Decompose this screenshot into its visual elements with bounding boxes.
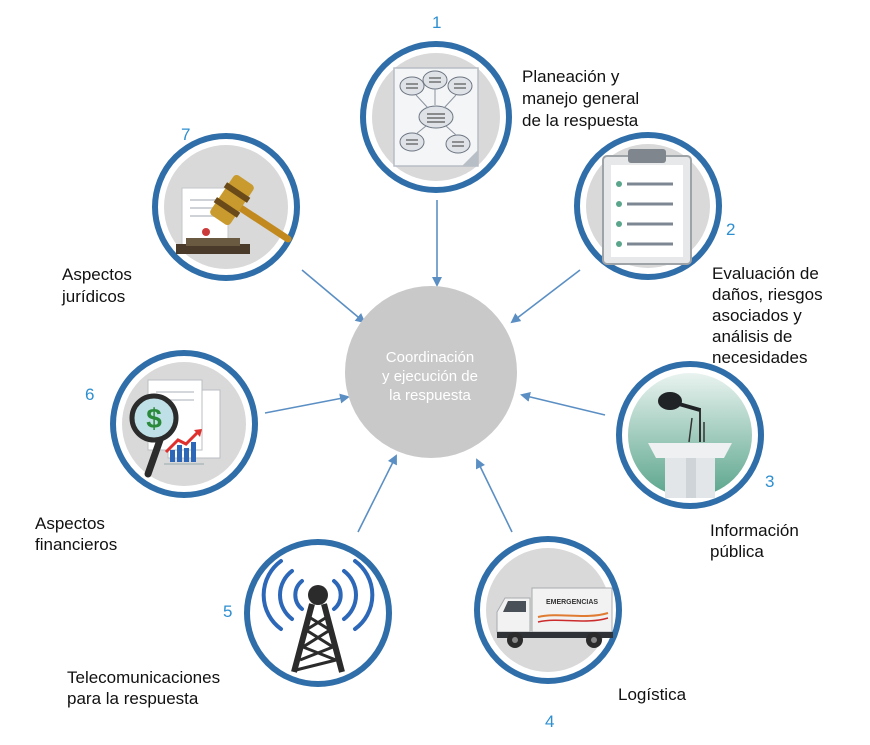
microphone-podium-icon [648,392,732,498]
arrow-5 [357,454,397,533]
node-7-number: 7 [181,125,190,144]
center-node [345,286,517,458]
node-1-planning [360,41,512,193]
gavel-icon [176,174,292,254]
svg-text:$: $ [146,403,162,434]
node-1-number: 1 [432,13,441,32]
node-3-label: Información pública [710,521,804,561]
center-label: Coordinación y ejecución de la respuesta [360,348,500,405]
node-6-number: 6 [85,385,94,404]
node-4-logistics: EMERGENCIAS [474,536,622,684]
node-4-label: Logística [618,685,687,704]
node-5-number: 5 [223,602,232,621]
node-6-label: Aspectos financieros [35,514,117,554]
flowchart-document-icon [393,67,479,167]
arrow-7 [301,269,366,324]
financial-magnifier-icon: $ [129,379,221,478]
node-7-label: Aspectos jurídicos [61,265,137,306]
arrow-6 [264,393,350,414]
emergency-truck-icon: EMERGENCIAS [496,587,613,648]
node-7-legal [152,133,300,281]
radio-tower-icon [261,559,375,673]
node-4-number: 4 [545,712,554,731]
node-3-number: 3 [765,472,774,491]
node-6-financial: $ [110,350,258,498]
node-5-label: Telecomunicaciones para la respuesta [67,668,225,708]
node-1-label: Planeación y manejo general de la respue… [522,67,644,130]
node-3-public-info [616,361,764,509]
center-label-line-3: la respuesta [389,387,471,404]
center-label-line-2: y ejecución de [382,368,478,385]
center-label-line-1: Coordinación [385,349,475,366]
node-2-label: Evaluación de daños, riesgos asociados y… [712,264,827,367]
node-2-number: 2 [726,220,735,239]
clipboard-checklist-icon [602,149,692,265]
arrows [264,200,606,533]
arrow-4 [476,458,513,533]
node-2-assessment [574,132,722,280]
arrow-3 [520,392,606,416]
arrow-2 [510,269,581,324]
truck-label: EMERGENCIAS [546,599,598,606]
node-5-telecom [244,539,392,687]
